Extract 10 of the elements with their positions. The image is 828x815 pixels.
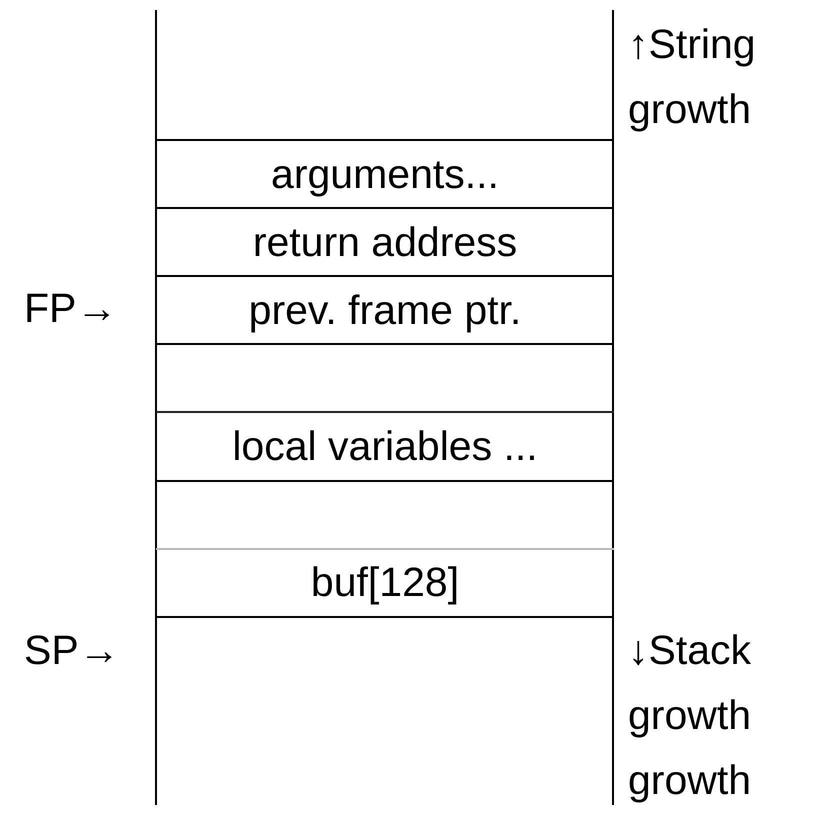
pointer-label: SP→ [24,626,120,675]
cell-text: local variables ... [232,426,538,467]
stack-cell [156,548,614,618]
growth-direction-note: ↑String growth [628,20,757,134]
pointer-label: FP→ [24,284,118,333]
cell-text: return address [252,222,518,263]
cell-text: prev. frame ptr. [248,290,522,331]
cell-text: buf[128] [310,562,460,604]
cell-text: arguments... [271,154,499,195]
growth-direction-note: growth [628,756,752,805]
